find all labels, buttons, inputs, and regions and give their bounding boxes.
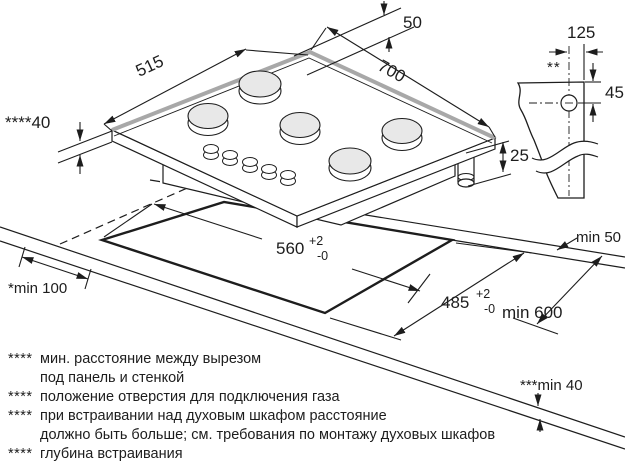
dim-min600-label: min 600 — [502, 303, 562, 322]
footnote-text: должно быть больше; см. требования по мо… — [40, 427, 496, 443]
knob — [222, 150, 238, 166]
footnote-text: положение отверстия для подключения газа — [40, 389, 340, 405]
dim-560-tol-minus: -0 — [317, 249, 328, 263]
gas-hole-marker-label: ** — [547, 59, 561, 76]
dim-125-label: 125 — [567, 23, 595, 42]
dim-min40-label: ***min 40 — [520, 377, 583, 394]
footnote-marker: **** — [8, 446, 33, 462]
burner — [328, 147, 372, 182]
knob — [261, 164, 277, 180]
footnote-marker: **** — [8, 408, 33, 424]
cutout-dimensions — [18, 203, 603, 432]
burner — [381, 117, 423, 152]
footnote-marker: **** — [8, 389, 33, 405]
panel-break — [532, 141, 598, 174]
dim-50-label: 50 — [403, 13, 422, 32]
countertop-front-edge — [0, 226, 625, 438]
footnote-line: **** мин. расстояние между вырезом — [8, 350, 608, 369]
hidden-edge-dashed — [59, 177, 211, 245]
footnote-line: **** положение отверстия для подключения… — [8, 388, 608, 407]
dim-700-label: 700 — [375, 56, 409, 86]
knob — [203, 144, 219, 160]
dim-515-label: 515 — [133, 51, 167, 80]
footnote-text: мин. расстояние между вырезом — [40, 351, 262, 367]
burner — [279, 111, 321, 146]
cabinet-front-edge — [0, 240, 625, 450]
dim-485-label: 485 — [441, 293, 469, 312]
footnote-text: под панель и стенкой — [40, 370, 185, 386]
footnote-line: должно быть больше; см. требования по мо… — [8, 426, 608, 445]
side-panel-detail — [516, 44, 603, 199]
footnote-marker: **** — [8, 351, 33, 367]
burner — [187, 102, 229, 137]
footnote-marker — [8, 369, 40, 388]
footnote-text: при встраивании над духовым шкафом расст… — [40, 408, 387, 424]
footnote-line: под панель и стенкой — [8, 369, 608, 388]
dim-560-tol-plus: +2 — [309, 234, 323, 248]
cutout-outline — [98, 200, 456, 315]
footnote-marker — [8, 426, 40, 445]
footnote-text: глубина встраивания — [40, 446, 183, 462]
knob — [242, 157, 258, 173]
control-knobs — [203, 144, 296, 186]
burner — [238, 70, 282, 105]
dim-min100-label: *min 100 — [8, 280, 67, 297]
dim-25-label: 25 — [510, 146, 529, 165]
hob-dimensions — [57, 1, 512, 187]
dim-485-tol-plus: +2 — [476, 287, 490, 301]
dim-min50-label: min 50 — [576, 229, 621, 246]
dim-485-tol-minus: -0 — [484, 302, 495, 316]
footnotes: **** мин. расстояние между вырезом под п… — [8, 350, 608, 464]
knob — [280, 170, 296, 186]
dim-45-label: 45 — [605, 83, 624, 102]
countertop-outline — [0, 177, 625, 450]
dim-40-label: ****40 — [5, 113, 50, 132]
dim-560-label: 560 — [276, 239, 304, 258]
footnote-line: **** глубина встраивания — [8, 445, 608, 464]
footnote-line: **** при встраивании над духовым шкафом … — [8, 407, 608, 426]
